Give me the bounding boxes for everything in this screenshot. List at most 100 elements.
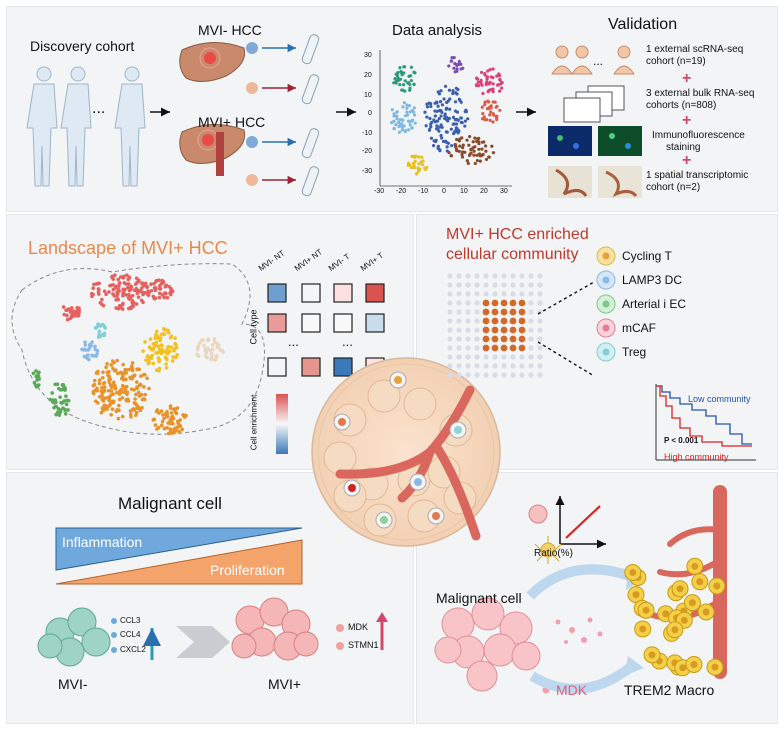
- scatter-dot: [481, 91, 485, 96]
- scatter-dot: [450, 144, 454, 148]
- scatter-dot: [412, 154, 416, 158]
- scatter-dot: [412, 82, 416, 87]
- scatter-dot: [487, 100, 491, 104]
- scatter-dot: [158, 338, 162, 343]
- grid-dot: [456, 372, 462, 378]
- malignant-cluster: [434, 597, 541, 692]
- mvi-negative-label: MVI-: [58, 676, 88, 692]
- scatter-dot: [420, 155, 424, 159]
- grid-dot: [465, 300, 471, 306]
- scatter-dot: [164, 291, 168, 296]
- mvi-positive-cells: [231, 597, 319, 661]
- scatter-dot: [147, 290, 152, 294]
- grid-dot: [537, 318, 543, 324]
- scatter-dot: [442, 97, 446, 101]
- scatter-dot: [125, 273, 129, 277]
- scatter-dot: [438, 125, 442, 129]
- scatter-dot: [87, 346, 91, 351]
- grid-dot: [510, 282, 516, 288]
- scatter-dot: [425, 105, 430, 109]
- scatter-dot: [159, 350, 164, 355]
- grid-dot: [483, 282, 489, 288]
- scatter-dot: [429, 125, 433, 129]
- scatter-dot: [116, 297, 121, 302]
- proliferation-label: Proliferation: [210, 562, 285, 578]
- scatter-dot: [499, 82, 503, 86]
- trem2-macrophage-cluster: [624, 557, 726, 677]
- scatter-dot: [157, 284, 162, 288]
- scatter-dot: [121, 293, 125, 298]
- scatter-dot: [396, 71, 400, 75]
- scatter-dot: [89, 291, 94, 296]
- scatter-dot: [68, 310, 73, 314]
- y-tick: 0: [368, 110, 372, 117]
- grid-dot: [482, 317, 490, 325]
- scatter-dot: [489, 110, 493, 114]
- scatter-dot: [483, 118, 487, 122]
- scatter-dot: [128, 412, 133, 417]
- scatter-dot: [433, 109, 437, 113]
- scatter-dot: [116, 284, 121, 288]
- scatter-dot: [107, 396, 112, 400]
- scatter-dot: [484, 157, 489, 162]
- scatter-dot: [447, 64, 451, 68]
- scatter-dot: [127, 288, 132, 293]
- scatter-dot: [463, 124, 467, 128]
- validation-item-4: 1 spatial transcriptomic cohort (n=2): [646, 170, 748, 194]
- scatter-dot: [480, 105, 484, 109]
- scatter-dot: [408, 163, 412, 167]
- scatter-dot: [428, 116, 432, 121]
- scatter-dot: [399, 69, 403, 74]
- gene-ccl4: CCL4: [120, 630, 141, 639]
- scatter-dot: [210, 343, 215, 347]
- grid-dot: [456, 318, 462, 324]
- scatter-dot: [136, 295, 141, 299]
- scatter-dot: [477, 140, 481, 144]
- grid-dot: [474, 318, 480, 324]
- scatter-dot: [472, 149, 476, 153]
- scatter-dot: [120, 376, 124, 381]
- grid-dot: [483, 273, 489, 279]
- community-title-line2: cellular community: [446, 246, 579, 263]
- legend-arterial-ec: Arterial i EC: [622, 297, 687, 311]
- scatter-dot: [455, 69, 459, 73]
- grid-dot: [491, 335, 499, 343]
- cell-icon: [246, 42, 258, 186]
- scatter-dot: [395, 110, 399, 114]
- scatter-dot: [157, 295, 162, 300]
- scatter-dot: [91, 286, 95, 291]
- scatter-dot: [101, 381, 106, 386]
- scatter-dot: [163, 426, 167, 431]
- scatter-dot: [83, 343, 88, 347]
- scatter-dot: [167, 349, 172, 354]
- liver-icon: [179, 41, 246, 176]
- grid-dot: [501, 372, 507, 378]
- heatmap-ellipsis: ...: [288, 334, 299, 349]
- scatter-dot: [491, 90, 495, 94]
- validation-item-1: 1 external scRNA-seq cohort (n=19): [646, 44, 743, 68]
- scatter-dot: [138, 382, 143, 387]
- scatter-dot: [416, 166, 420, 170]
- grid-dot: [500, 299, 508, 307]
- scatter-dot: [451, 115, 456, 119]
- scatter-dot: [147, 386, 151, 391]
- scatter-dot: [117, 289, 121, 293]
- scatter-dot: [129, 284, 134, 289]
- scatter-dot: [93, 344, 97, 349]
- scatter-dot: [480, 117, 485, 121]
- scatter-dot: [452, 122, 456, 126]
- scatter-dot: [209, 351, 214, 356]
- scatter-dot: [476, 80, 480, 84]
- grid-dot: [500, 344, 508, 352]
- scatter-dot: [168, 420, 173, 425]
- scatter-dot: [491, 82, 495, 86]
- scatter-dot: [154, 343, 158, 348]
- macrophage-icon: [534, 536, 562, 564]
- grid-dot: [492, 291, 498, 297]
- scatter-dot: [495, 117, 499, 122]
- scatter-dot: [130, 364, 134, 369]
- people-icon: [551, 45, 635, 75]
- scatter-dot: [114, 306, 118, 310]
- scatter-dot: [126, 367, 130, 372]
